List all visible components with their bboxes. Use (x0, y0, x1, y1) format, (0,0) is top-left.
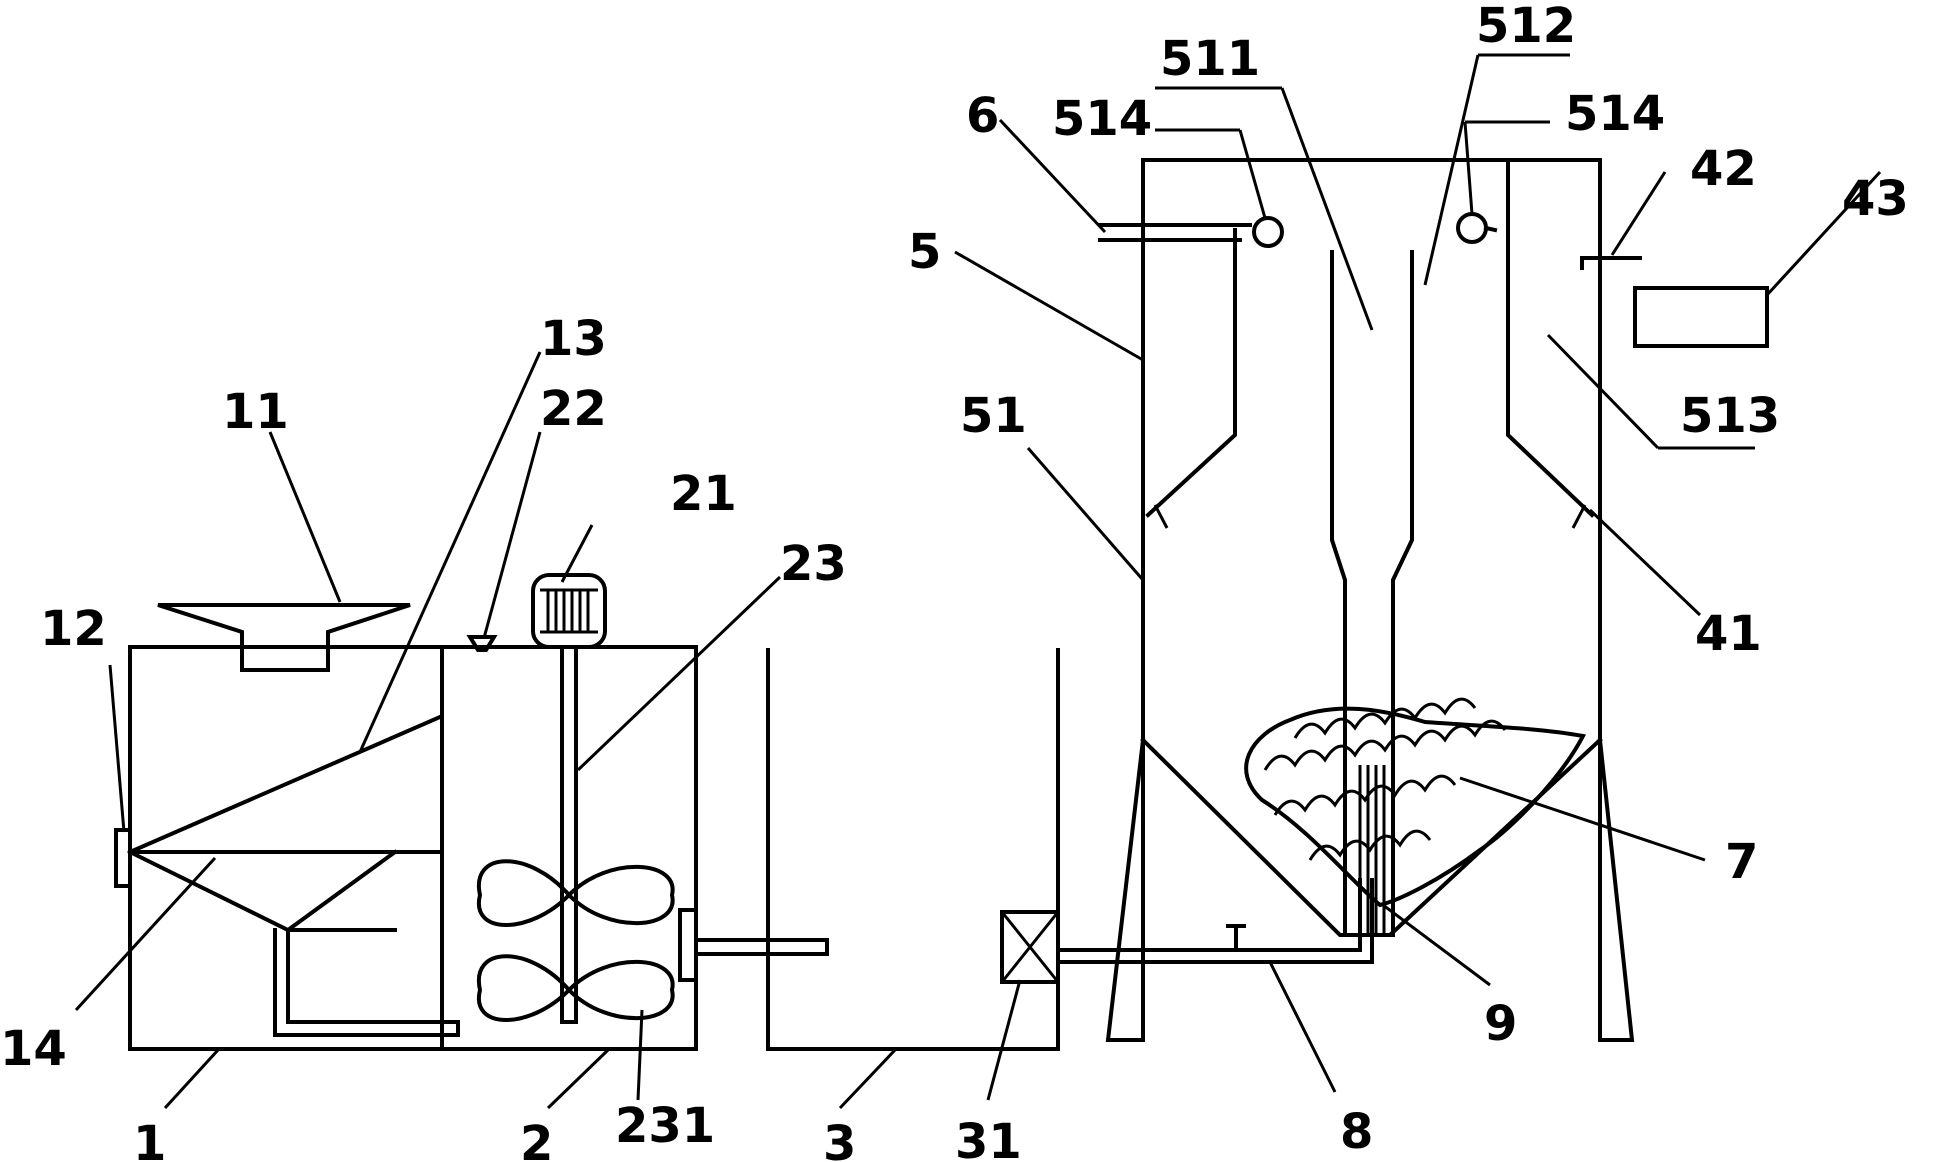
label-23: 23 (780, 536, 847, 592)
label-9: 9 (1484, 996, 1517, 1052)
label-13: 13 (540, 311, 607, 367)
label-31: 31 (955, 1114, 1022, 1162)
feed-hopper (157, 603, 411, 672)
tank-1 (114, 603, 460, 1051)
label-513: 513 (1680, 388, 1780, 444)
label-5: 5 (908, 224, 941, 280)
baffle-left (1145, 228, 1237, 518)
label-7: 7 (1725, 834, 1758, 890)
media-bag (1244, 697, 1587, 908)
stirring-shaft (560, 645, 578, 1024)
label-14: 14 (0, 1021, 67, 1077)
funnel (127, 849, 398, 933)
label-6: 6 (966, 88, 999, 144)
label-514-left: 514 (1052, 91, 1152, 147)
box-43 (1633, 286, 1769, 348)
outlet-pipe-6 (1098, 223, 1252, 242)
sensor-514-left (1252, 216, 1284, 248)
pump (1000, 910, 1060, 984)
label-514-right: 514 (1565, 86, 1665, 142)
transfer-pipe (273, 928, 460, 1037)
dosing-port (466, 635, 498, 652)
impeller-lower (476, 954, 675, 1022)
baffle-right (1506, 158, 1595, 518)
outlet-pipe-42 (1580, 256, 1642, 270)
label-2: 2 (520, 1116, 553, 1162)
label-511: 511 (1160, 31, 1260, 87)
label-1: 1 (133, 1116, 166, 1162)
sensor-514-right (1456, 212, 1488, 244)
label-512: 512 (1476, 0, 1576, 54)
label-41: 41 (1695, 606, 1762, 662)
tank-2-outlet (678, 908, 698, 982)
label-8: 8 (1340, 1104, 1373, 1160)
valve (1226, 924, 1246, 952)
label-51: 51 (960, 388, 1027, 444)
tank-2 (440, 573, 698, 1051)
label-42: 42 (1690, 141, 1757, 197)
label-11: 11 (222, 384, 289, 440)
inclined-screen (127, 714, 443, 855)
label-43: 43 (1842, 171, 1909, 227)
impeller-upper (476, 859, 675, 927)
label-21: 21 (670, 466, 737, 522)
support-leg-right (1597, 737, 1635, 1042)
label-12: 12 (40, 601, 107, 657)
central-tube (1330, 250, 1347, 937)
label-231: 231 (615, 1098, 715, 1154)
label-3: 3 (823, 1116, 856, 1162)
label-22: 22 (540, 381, 607, 437)
leader-lines (74, 53, 1882, 1110)
feed-line-8 (1056, 765, 1386, 964)
side-outlet (114, 828, 132, 888)
support-leg-left (1105, 737, 1146, 1042)
pipe-3 (694, 648, 1060, 1051)
motor (531, 573, 607, 649)
